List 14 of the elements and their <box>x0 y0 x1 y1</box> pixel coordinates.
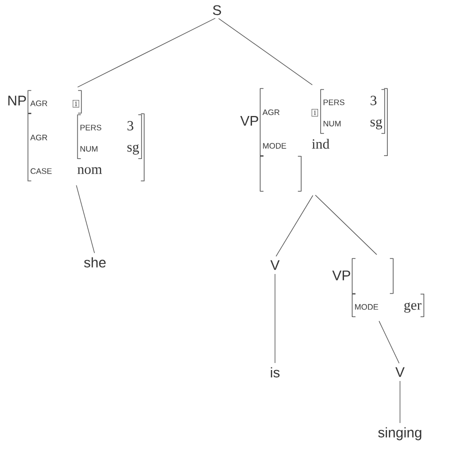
branch-line <box>276 195 314 257</box>
branch-line <box>76 185 95 254</box>
branch-line <box>315 194 378 255</box>
word-label: she <box>84 257 106 268</box>
word-label: singing <box>378 427 422 440</box>
branch-line <box>274 274 276 364</box>
branch-line <box>218 18 313 86</box>
category-label: S <box>212 5 222 16</box>
word-label: is <box>270 367 280 378</box>
feature-structure: VP MODE ger <box>332 258 424 318</box>
branch-line <box>378 320 400 364</box>
branch-line <box>77 18 216 88</box>
category-label: V <box>270 260 280 270</box>
category-label: V <box>395 367 405 377</box>
